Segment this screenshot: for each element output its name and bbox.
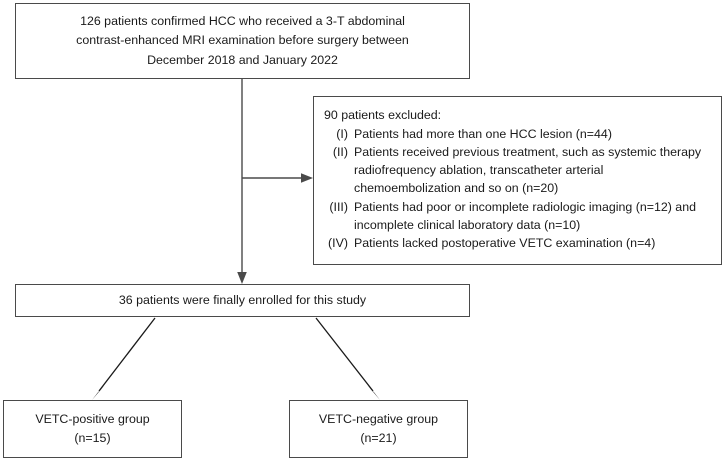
connector-enrolled-to-positive	[98, 317, 156, 392]
vetc-negative-text: VETC-negative group (n=21)	[318, 411, 439, 445]
exclusion-text: Patients had more than one HCC lesion (n…	[354, 126, 612, 141]
exclusion-item: (IV) Patients lacked postoperative VETC …	[324, 234, 713, 252]
connector-enrolled-to-negative	[315, 317, 374, 392]
arrowhead-enrolled-to-positive	[92, 385, 105, 400]
node-excluded-patients: 90 patients excluded: (I) Patients had m…	[313, 96, 722, 265]
source-box-text: 126 patients confirmed HCC who received …	[76, 14, 409, 67]
vetc-positive-text: VETC-positive group (n=15)	[35, 411, 150, 445]
enrolled-box-text: 36 patients were finally enrolled for th…	[118, 292, 367, 307]
exclusion-marker: (III)	[329, 199, 348, 214]
node-finally-enrolled: 36 patients were finally enrolled for th…	[15, 284, 470, 317]
exclusion-item: (I) Patients had more than one HCC lesio…	[324, 125, 713, 143]
node-vetc-negative-group: VETC-negative group (n=21)	[289, 400, 468, 458]
exclusion-item: (II) Patients received previous treatmen…	[324, 143, 713, 198]
exclusion-text: Patients had poor or incomplete radiolog…	[354, 199, 696, 232]
node-study-population-source: 126 patients confirmed HCC who received …	[15, 3, 470, 79]
exclusion-item: (III) Patients had poor or incomplete ra…	[324, 198, 713, 234]
exclusion-text: Patients received previous treatment, su…	[354, 144, 702, 196]
exclusion-marker: (IV)	[328, 236, 348, 251]
arrowhead-source-to-enrolled	[237, 272, 247, 284]
exclusion-marker: (II)	[332, 144, 348, 159]
arrowhead-enrolled-to-negative	[367, 385, 380, 400]
exclusions-list: (I) Patients had more than one HCC lesio…	[324, 125, 713, 253]
node-vetc-positive-group: VETC-positive group (n=15)	[3, 400, 182, 458]
exclusion-marker: (I)	[336, 126, 348, 141]
exclusions-title: 90 patients excluded:	[324, 108, 442, 122]
arrowhead-trunk-to-exclusions	[301, 173, 313, 183]
exclusion-text: Patients lacked postoperative VETC exami…	[354, 236, 656, 251]
